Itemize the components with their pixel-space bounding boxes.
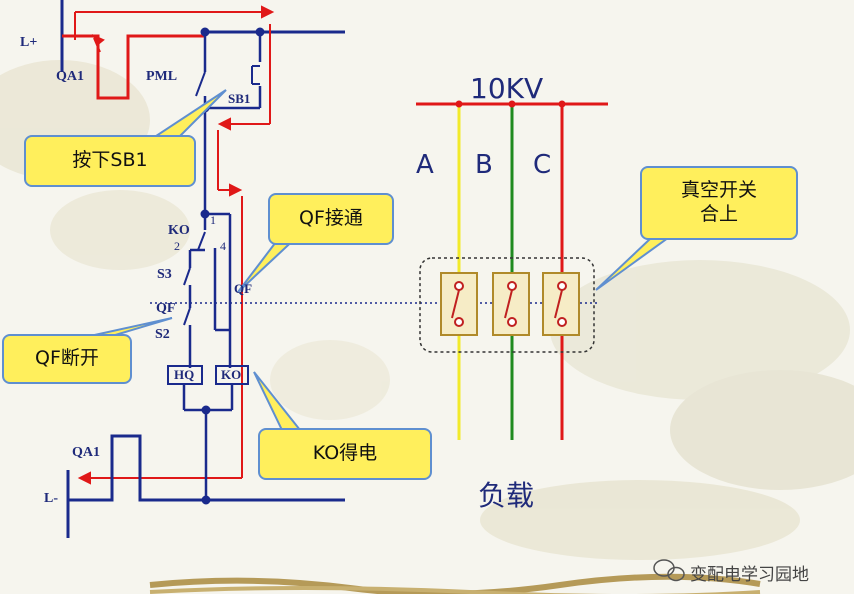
qa1-top-label: QA1 bbox=[56, 69, 84, 84]
l-minus-label: L- bbox=[44, 491, 58, 506]
current-flow-arrows bbox=[74, 5, 275, 485]
bus-junctions bbox=[455, 100, 566, 108]
callout-ko-energized: KO得电 bbox=[258, 428, 432, 480]
callout-press-sb1: 按下SB1 bbox=[24, 135, 196, 187]
ko-coil-box bbox=[215, 365, 249, 385]
ko-contact bbox=[197, 231, 206, 251]
sb1-label: SB1 bbox=[228, 91, 251, 106]
ko-label: KO bbox=[168, 223, 190, 238]
callout-vacuum-switch: 真空开关 合上 bbox=[640, 166, 798, 240]
switch-contacts bbox=[183, 27, 265, 505]
qa1-bottom-label: QA1 bbox=[72, 445, 100, 460]
pml-contact bbox=[195, 71, 206, 97]
qf-right-label: QF bbox=[234, 281, 253, 296]
s3-label: S3 bbox=[157, 267, 172, 282]
l-minus-bus bbox=[66, 434, 345, 538]
load-label: 负载 bbox=[478, 479, 535, 512]
voltage-label: 10KV bbox=[470, 72, 544, 105]
vacuum-switch-line2: 合上 bbox=[699, 203, 738, 225]
pin1-label: 1 bbox=[210, 213, 216, 227]
s3-contact bbox=[183, 267, 191, 286]
vacuum-switch-frame bbox=[419, 257, 595, 353]
hq-box-label: HQ bbox=[174, 367, 195, 382]
pml-label: PML bbox=[146, 69, 178, 84]
hq-coil-box bbox=[167, 365, 203, 385]
phase-b-label: B bbox=[475, 150, 493, 180]
phase-c-label: C bbox=[533, 150, 552, 180]
phase-a-label: A bbox=[416, 150, 434, 180]
ko-box-label: KO bbox=[221, 367, 242, 382]
qf-left-label: QF bbox=[156, 301, 176, 316]
vacuum-switch-line1: 真空开关 bbox=[680, 179, 757, 202]
callout-qf-open: QF断开 bbox=[2, 334, 132, 384]
callout-qf-connect: QF接通 bbox=[268, 193, 394, 245]
watermark-text: 变配电学习园地 bbox=[690, 565, 809, 585]
l-plus-label: L+ bbox=[20, 35, 38, 50]
pole-contacts bbox=[451, 281, 567, 327]
bottom-vine bbox=[149, 573, 761, 594]
s2-contact bbox=[183, 307, 191, 326]
energised-path-top bbox=[62, 34, 205, 100]
s2-label: S2 bbox=[155, 327, 170, 342]
pin2-label: 2 bbox=[174, 239, 180, 253]
wechat-icon bbox=[653, 559, 685, 582]
pin4-label: 4 bbox=[220, 239, 226, 253]
